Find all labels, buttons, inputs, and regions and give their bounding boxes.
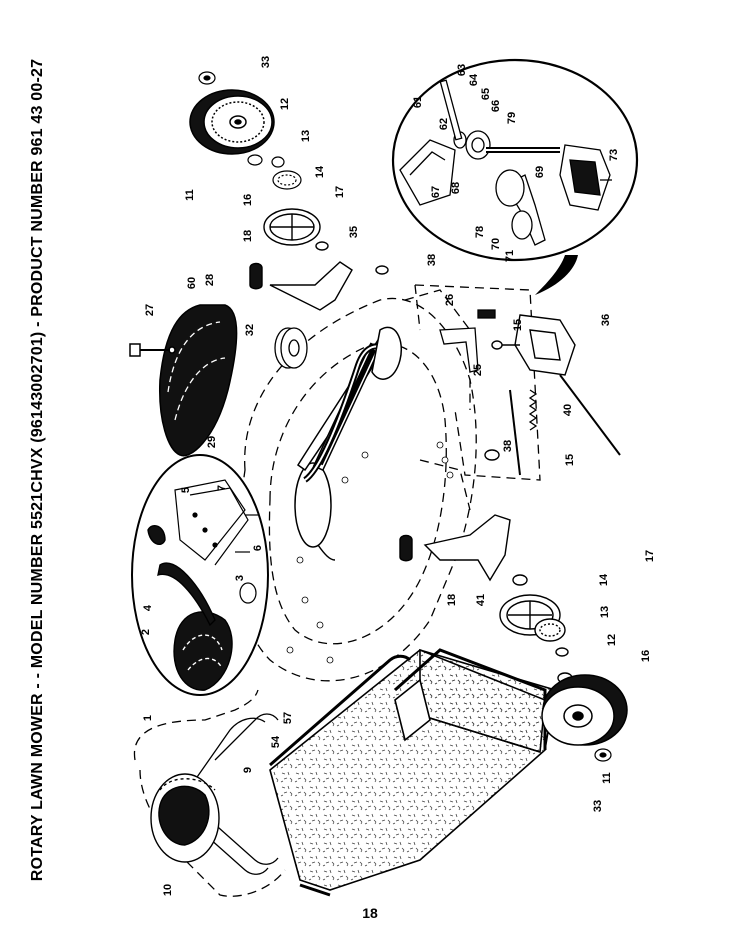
callout-54: 54 <box>270 735 282 748</box>
callout-12: 12 <box>279 98 291 110</box>
callout-6: 6 <box>252 545 264 551</box>
callout-25: 25 <box>472 364 484 376</box>
discharge-chute <box>129 304 238 457</box>
spring <box>528 389 538 431</box>
mulch-rod <box>147 524 216 627</box>
callout-73: 73 <box>608 149 620 161</box>
blade-adapter <box>274 327 308 369</box>
callout-29: 29 <box>206 436 218 448</box>
callout-62: 62 <box>438 118 450 130</box>
page-number: 18 <box>362 905 378 921</box>
height-adjuster-left <box>399 449 573 684</box>
callout-16: 16 <box>640 650 652 662</box>
callout-78: 78 <box>474 226 486 238</box>
callout-17: 17 <box>334 186 346 198</box>
mulch-plug <box>173 611 233 691</box>
callout-13: 13 <box>599 606 611 618</box>
callout-27: 27 <box>144 304 156 316</box>
callout-11: 11 <box>601 772 613 784</box>
callout-14: 14 <box>598 573 610 586</box>
callout-15: 15 <box>564 454 576 466</box>
callout-10: 10 <box>162 884 174 896</box>
callout-66: 66 <box>490 100 502 112</box>
callout-40: 40 <box>562 404 574 416</box>
blade <box>294 338 386 561</box>
callout-35: 35 <box>348 226 360 238</box>
mower-deck <box>237 289 477 682</box>
height-adjuster-right <box>249 208 389 311</box>
callout-11: 11 <box>184 189 196 201</box>
belt-pulley <box>371 326 402 380</box>
callout-67: 67 <box>430 186 442 198</box>
shift-bracket <box>439 309 496 373</box>
callout-65: 65 <box>480 88 492 100</box>
callout-79: 79 <box>506 112 518 124</box>
transmission-box <box>414 284 541 481</box>
callout-63: 63 <box>456 64 468 76</box>
drive-belt-inner <box>304 345 389 481</box>
deck-rivets <box>286 441 454 664</box>
callout-70: 70 <box>490 238 502 250</box>
callout-4: 4 <box>142 604 154 611</box>
callout-41: 41 <box>475 594 487 606</box>
callout-9: 9 <box>242 767 254 773</box>
rear-wheel-right <box>189 89 275 155</box>
callout-57: 57 <box>282 712 294 724</box>
grass-catcher <box>269 648 556 897</box>
mulch-baffles <box>174 479 249 566</box>
mulch-knob <box>239 582 257 604</box>
callout-38: 38 <box>426 254 438 266</box>
callout-17: 17 <box>644 550 656 562</box>
callout-38: 38 <box>502 440 514 452</box>
callout-15: 15 <box>512 319 524 331</box>
callout-18: 18 <box>446 594 458 606</box>
callout-5: 5 <box>180 487 192 493</box>
callout-16: 16 <box>242 194 254 206</box>
callout-33: 33 <box>592 800 604 812</box>
wheel-bushings-top <box>247 154 302 190</box>
mulch-screws <box>235 514 258 553</box>
callout-12: 12 <box>606 634 618 646</box>
wheel-nut-bottom <box>594 748 612 762</box>
callout-60: 60 <box>186 277 198 289</box>
transmission <box>491 314 621 476</box>
transmission-detail <box>391 58 639 295</box>
mulching-kit-detail <box>131 454 269 696</box>
callout-69: 69 <box>534 166 546 178</box>
callout-64: 64 <box>468 73 480 86</box>
callout-61: 61 <box>412 96 424 108</box>
callout-71: 71 <box>504 250 516 262</box>
callout-68: 68 <box>450 182 462 194</box>
callout-1: 1 <box>142 715 154 721</box>
callout-33: 33 <box>260 56 272 68</box>
callout-32: 32 <box>244 324 256 336</box>
callout-28: 28 <box>204 274 216 286</box>
callout-3: 3 <box>234 575 246 581</box>
callout-14: 14 <box>314 165 326 178</box>
part-callouts: 1234567910111112121313141415151616171718… <box>140 56 656 896</box>
callout-26: 26 <box>444 294 456 306</box>
handle-grip <box>150 773 220 863</box>
callout-7: 7 <box>216 485 228 491</box>
handle-assembly <box>133 689 286 897</box>
callout-13: 13 <box>300 130 312 142</box>
callout-18: 18 <box>242 230 254 242</box>
rear-wheel-left <box>541 674 628 746</box>
callout-2: 2 <box>140 629 152 635</box>
callout-36: 36 <box>600 314 612 326</box>
wheel-nut-top <box>198 71 216 85</box>
